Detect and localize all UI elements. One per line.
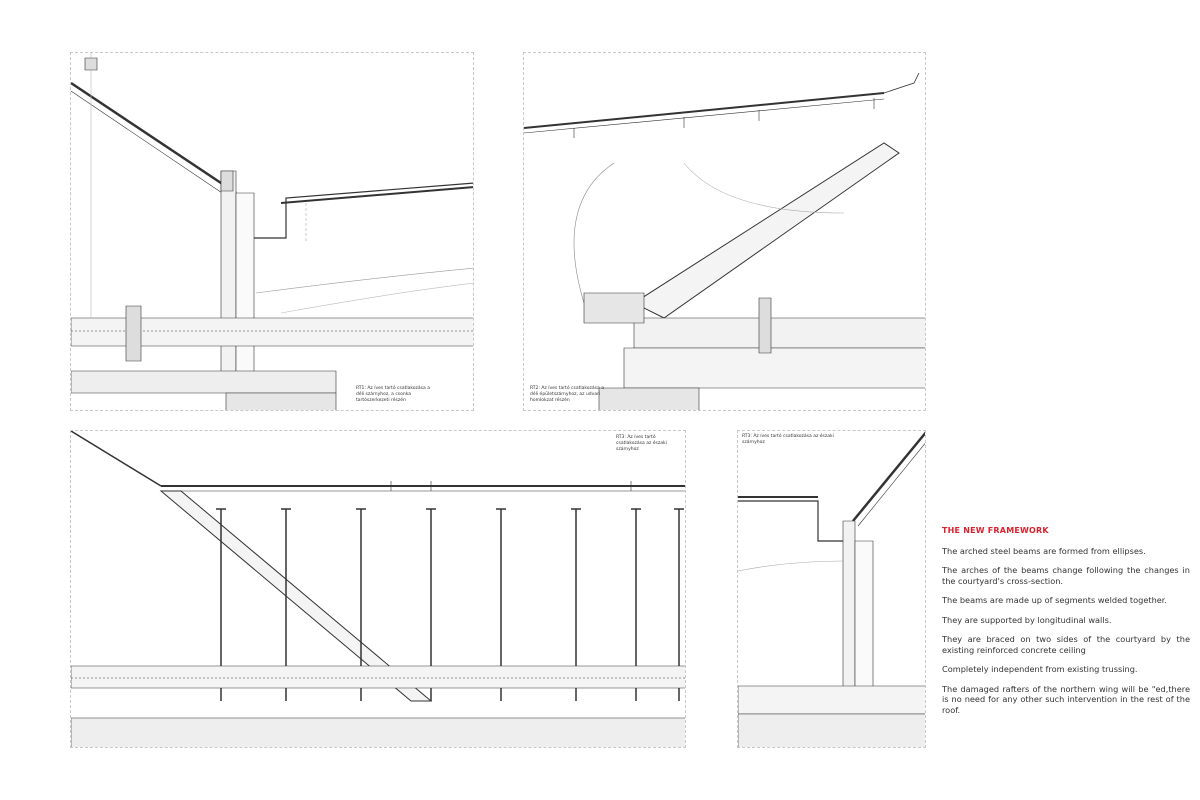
detail-caption: RT1: Az íves tartó csatlakozása a déli s… xyxy=(356,386,430,403)
detail-drawing-2: RT2: Az íves tartó csatlakozása a déli é… xyxy=(523,52,926,411)
paragraph: Completely independent from existing tru… xyxy=(942,664,1138,674)
section-drawing xyxy=(71,431,685,747)
paragraph: The damaged rafters of the northern wing… xyxy=(942,683,1190,715)
paragraph: They are braced on two sides of the cour… xyxy=(942,634,1190,655)
description-panel: THE NEW FRAMEWORK The arched steel beams… xyxy=(942,526,1190,724)
section-drawing xyxy=(738,431,925,747)
detail-caption: RT2: Az íves tartó csatlakozása a déli é… xyxy=(530,386,604,403)
section-title: THE NEW FRAMEWORK xyxy=(942,526,1049,535)
paragraph: The beams are made up of segments welded… xyxy=(942,595,1168,605)
section-drawing xyxy=(71,53,473,410)
paragraph: The arched steel beams are formed from e… xyxy=(942,545,1146,556)
detail-drawing-3: RT3: Az íves tartó csatlakozása az észak… xyxy=(70,430,686,748)
paragraph: The arches of the beams change following… xyxy=(942,565,1190,586)
paragraph: They are supported by longitudinal walls… xyxy=(942,614,1112,625)
detail-caption: RT3: Az íves tartó csatlakozása az észak… xyxy=(742,434,834,445)
section-drawing xyxy=(524,53,925,410)
detail-caption: RT3: Az íves tartó csatlakozása az észak… xyxy=(616,435,667,452)
detail-drawing-1: RT1: Az íves tartó csatlakozása a déli s… xyxy=(70,52,474,411)
detail-drawing-4: RT3: Az íves tartó csatlakozása az észak… xyxy=(737,430,926,748)
